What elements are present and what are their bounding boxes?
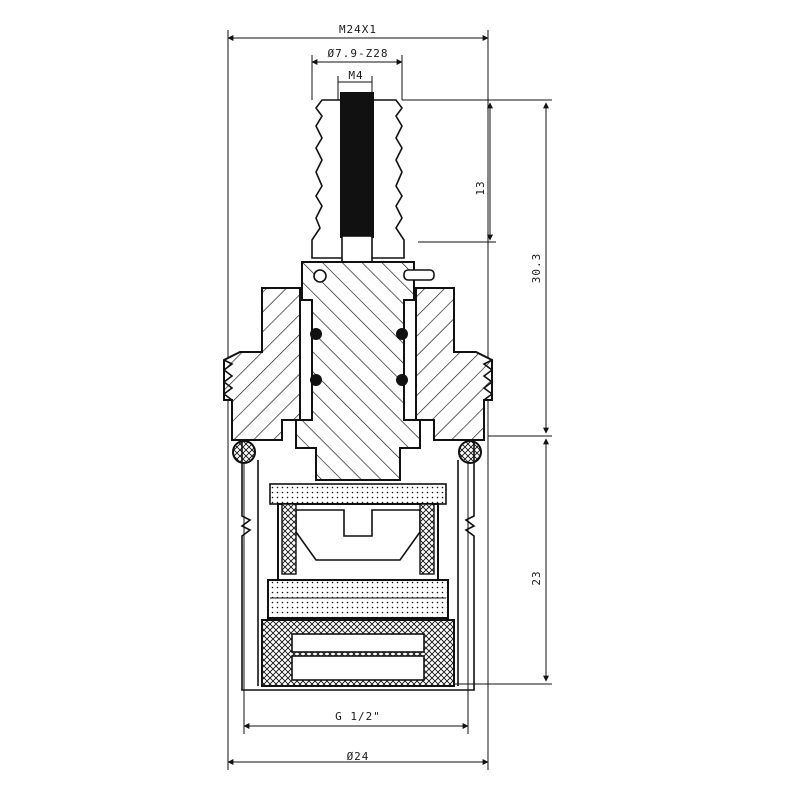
- lower-height-label: 23: [530, 570, 543, 585]
- spindle-bore-insert: [340, 92, 374, 238]
- upper-height-label: 30.3: [530, 253, 543, 284]
- spline-label: Ø7.9-Z28: [328, 47, 389, 60]
- stem-length-label: 13: [474, 180, 487, 195]
- outer-diameter-label: Ø24: [347, 750, 370, 763]
- spindle-bore-label: M4: [348, 69, 363, 82]
- base-thread-label: G 1/2": [335, 710, 381, 723]
- top-thread-label: M24X1: [339, 23, 377, 36]
- cartridge-body: [222, 92, 494, 691]
- dimension-lines: [227, 30, 552, 770]
